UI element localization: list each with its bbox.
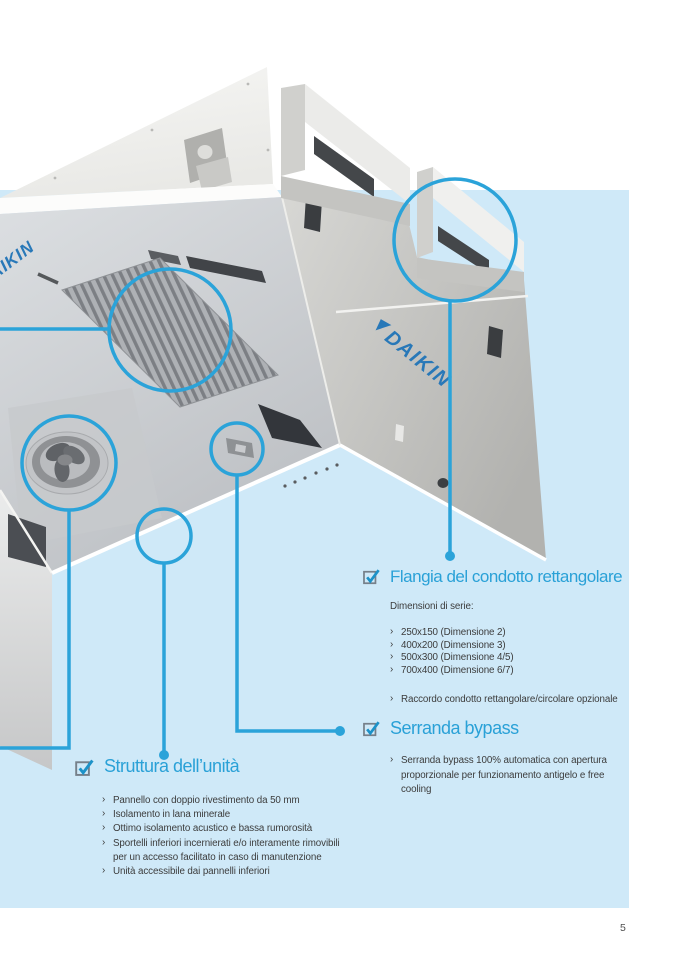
struttura-list: Pannello con doppio rivestimento da 50 m… xyxy=(102,793,354,879)
screw-dots xyxy=(283,463,339,488)
callout-annotations xyxy=(0,177,518,755)
unit-side-door xyxy=(282,197,546,560)
section-title-serranda: Serranda bypass xyxy=(390,718,519,738)
callout-circle-duct-flange xyxy=(392,177,518,303)
hinge-icon xyxy=(487,326,503,358)
bullet-item: Unità accessibile dai pannelli inferiori xyxy=(102,864,354,879)
dimension-list: 250x150 (Dimensione 2)400x200 (Dimension… xyxy=(390,626,514,678)
bullet-item: 700x400 (Dimensione 6/7) xyxy=(390,664,514,678)
checkbox-icon xyxy=(363,721,380,737)
flangia-note-list: Raccordo condotto rettangolare/circolare… xyxy=(390,693,618,707)
mounting-bracket xyxy=(184,128,232,191)
bullet-item: Isolamento in lana minerale xyxy=(102,807,354,822)
callout-dots xyxy=(159,551,455,760)
section-struttura-header: Struttura dell’unità xyxy=(74,756,240,778)
bullet-item: 500x300 (Dimensione 4/5) xyxy=(390,651,514,665)
daikin-flag-icon xyxy=(375,319,392,331)
section-flangia-header: Flangia del condotto rettangolare xyxy=(362,566,623,587)
bullet-item: 400x200 (Dimensione 3) xyxy=(390,639,514,653)
bullet-item: Ottimo isolamento acustico e bassa rumor… xyxy=(102,821,354,836)
filter-grille xyxy=(61,257,279,408)
checkbox-icon xyxy=(75,759,94,776)
duct-collar-left xyxy=(281,84,410,226)
section-title-struttura: Struttura dell’unità xyxy=(104,756,240,776)
door-knob xyxy=(437,478,449,488)
bullet-item: Serranda bypass 100% automatica con aper… xyxy=(390,753,612,798)
unit-edge-fascia xyxy=(0,184,282,214)
duct-collar-right xyxy=(417,167,524,292)
bullet-item: 250x150 (Dimensione 2) xyxy=(390,626,514,640)
pipe-stub xyxy=(37,272,59,285)
section-serranda-header: Serranda bypass xyxy=(362,718,519,739)
flangia-subtitle: Dimensioni di serie: xyxy=(390,601,474,612)
callout-line-fan xyxy=(0,510,71,750)
unit-top-face xyxy=(0,67,273,198)
unit-rendering: DAIKIN DAIKIN xyxy=(0,67,547,770)
serranda-list: Serranda bypass 100% automatica con aper… xyxy=(390,753,612,798)
callout-line-bypass xyxy=(235,475,340,733)
section-title-flangia: Flangia del condotto rettangolare xyxy=(390,567,623,586)
door-shadow-bracket xyxy=(258,404,322,448)
fan xyxy=(25,431,109,495)
page-number: 5 xyxy=(620,922,626,934)
bullet-item: Raccordo condotto rettangolare/circolare… xyxy=(390,693,618,707)
bullet-item: Pannello con doppio rivestimento da 50 m… xyxy=(102,793,354,808)
bullet-item: Sportelli inferiori incernierati e/o int… xyxy=(102,836,354,865)
checkbox-icon xyxy=(363,569,380,585)
panel-catch xyxy=(226,438,254,458)
